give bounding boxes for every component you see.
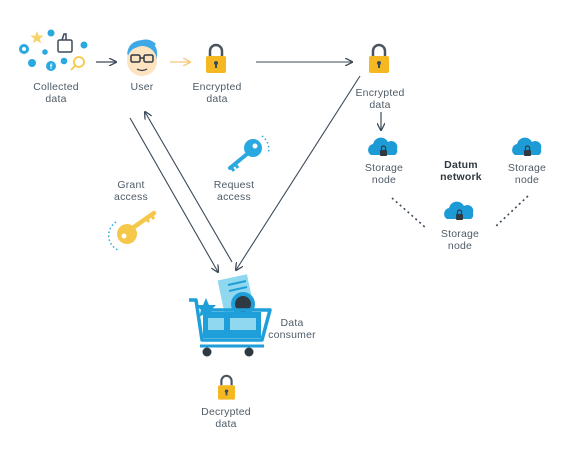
label-collected-data: Collected data <box>33 81 79 105</box>
cloud-lock-icon-left <box>368 137 398 156</box>
arrow-user-to-consumer <box>129 117 218 272</box>
dotted-link-right <box>493 195 529 229</box>
label-storage-node-right: Storage node <box>507 162 547 186</box>
shopping-cart-icon <box>189 274 272 357</box>
label-grant-access: Grant access <box>114 179 148 203</box>
label-storage-node-left: Storage node <box>364 162 404 186</box>
label-datum-network: Datum network <box>440 159 482 183</box>
label-data-consumer: Data consumer <box>268 317 316 341</box>
arrow-consumer-to-user <box>145 112 233 263</box>
svg-text:f: f <box>50 64 53 71</box>
arrow-encrypted-to-consumer <box>236 75 361 270</box>
user-avatar-icon <box>127 39 157 76</box>
cloud-lock-icon-bottom <box>444 201 474 220</box>
key-icon-grant <box>107 210 157 251</box>
key-icon-request <box>228 135 270 172</box>
label-request-access: Request access <box>213 179 255 203</box>
label-user: User <box>130 81 154 93</box>
padlock-icon-1 <box>206 43 226 73</box>
padlock-icon-3 <box>218 374 235 400</box>
dotted-link-left <box>391 197 427 229</box>
social-media-icons: f <box>19 29 88 71</box>
label-decrypted-data: Decrypted data <box>201 406 251 430</box>
label-encrypted-data-1: Encrypted data <box>192 81 242 105</box>
padlock-icon-2 <box>369 43 389 73</box>
label-encrypted-data-2: Encrypted data <box>355 87 405 111</box>
cloud-lock-icon-right <box>512 137 542 156</box>
label-storage-node-bottom: Storage node <box>440 228 480 252</box>
